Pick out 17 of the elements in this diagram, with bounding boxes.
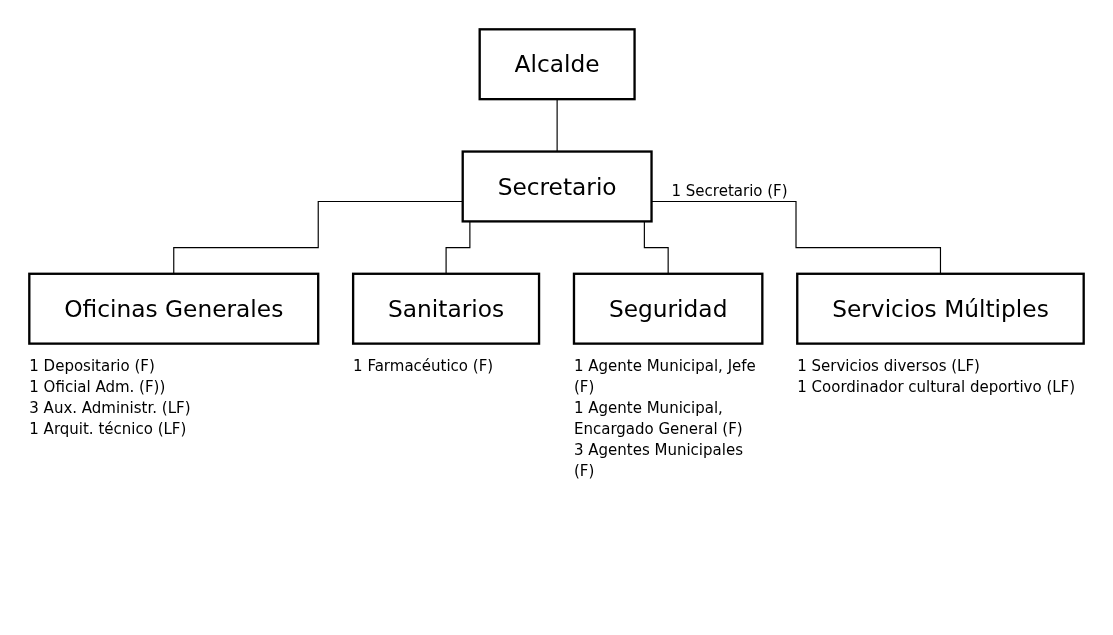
staff-note: 1 Farmacéutico (F) bbox=[353, 355, 494, 377]
node-box: Seguridad bbox=[572, 272, 764, 345]
node-box: Servicios Múltiples bbox=[796, 272, 1085, 345]
staff-note: 1 Secretario (F) bbox=[671, 181, 788, 203]
staff-note: 1 Depositario (F) bbox=[29, 355, 155, 377]
staff-note: 1 Arquit. técnico (LF) bbox=[29, 418, 187, 440]
staff-note: 1 Oficial Adm. (F)) bbox=[29, 376, 166, 398]
node-box: Alcalde bbox=[478, 28, 636, 101]
staff-note: 1 Agente Municipal, Encargado General (F) bbox=[573, 397, 744, 440]
staff-note: 1 Agente Municipal, Jefe (F) bbox=[573, 355, 757, 398]
node-box: Oficinas Generales bbox=[28, 272, 320, 345]
staff-note: 1 Servicios diversos (LF) bbox=[797, 355, 980, 377]
node-box: Secretario bbox=[461, 150, 653, 223]
staff-note: 1 Coordinador cultural deportivo (LF) bbox=[797, 376, 1076, 398]
staff-note: 3 Aux. Administr. (LF) bbox=[29, 397, 191, 419]
node-box: Sanitarios bbox=[351, 272, 541, 345]
staff-note: 3 Agentes Municipales (F) bbox=[573, 439, 744, 482]
